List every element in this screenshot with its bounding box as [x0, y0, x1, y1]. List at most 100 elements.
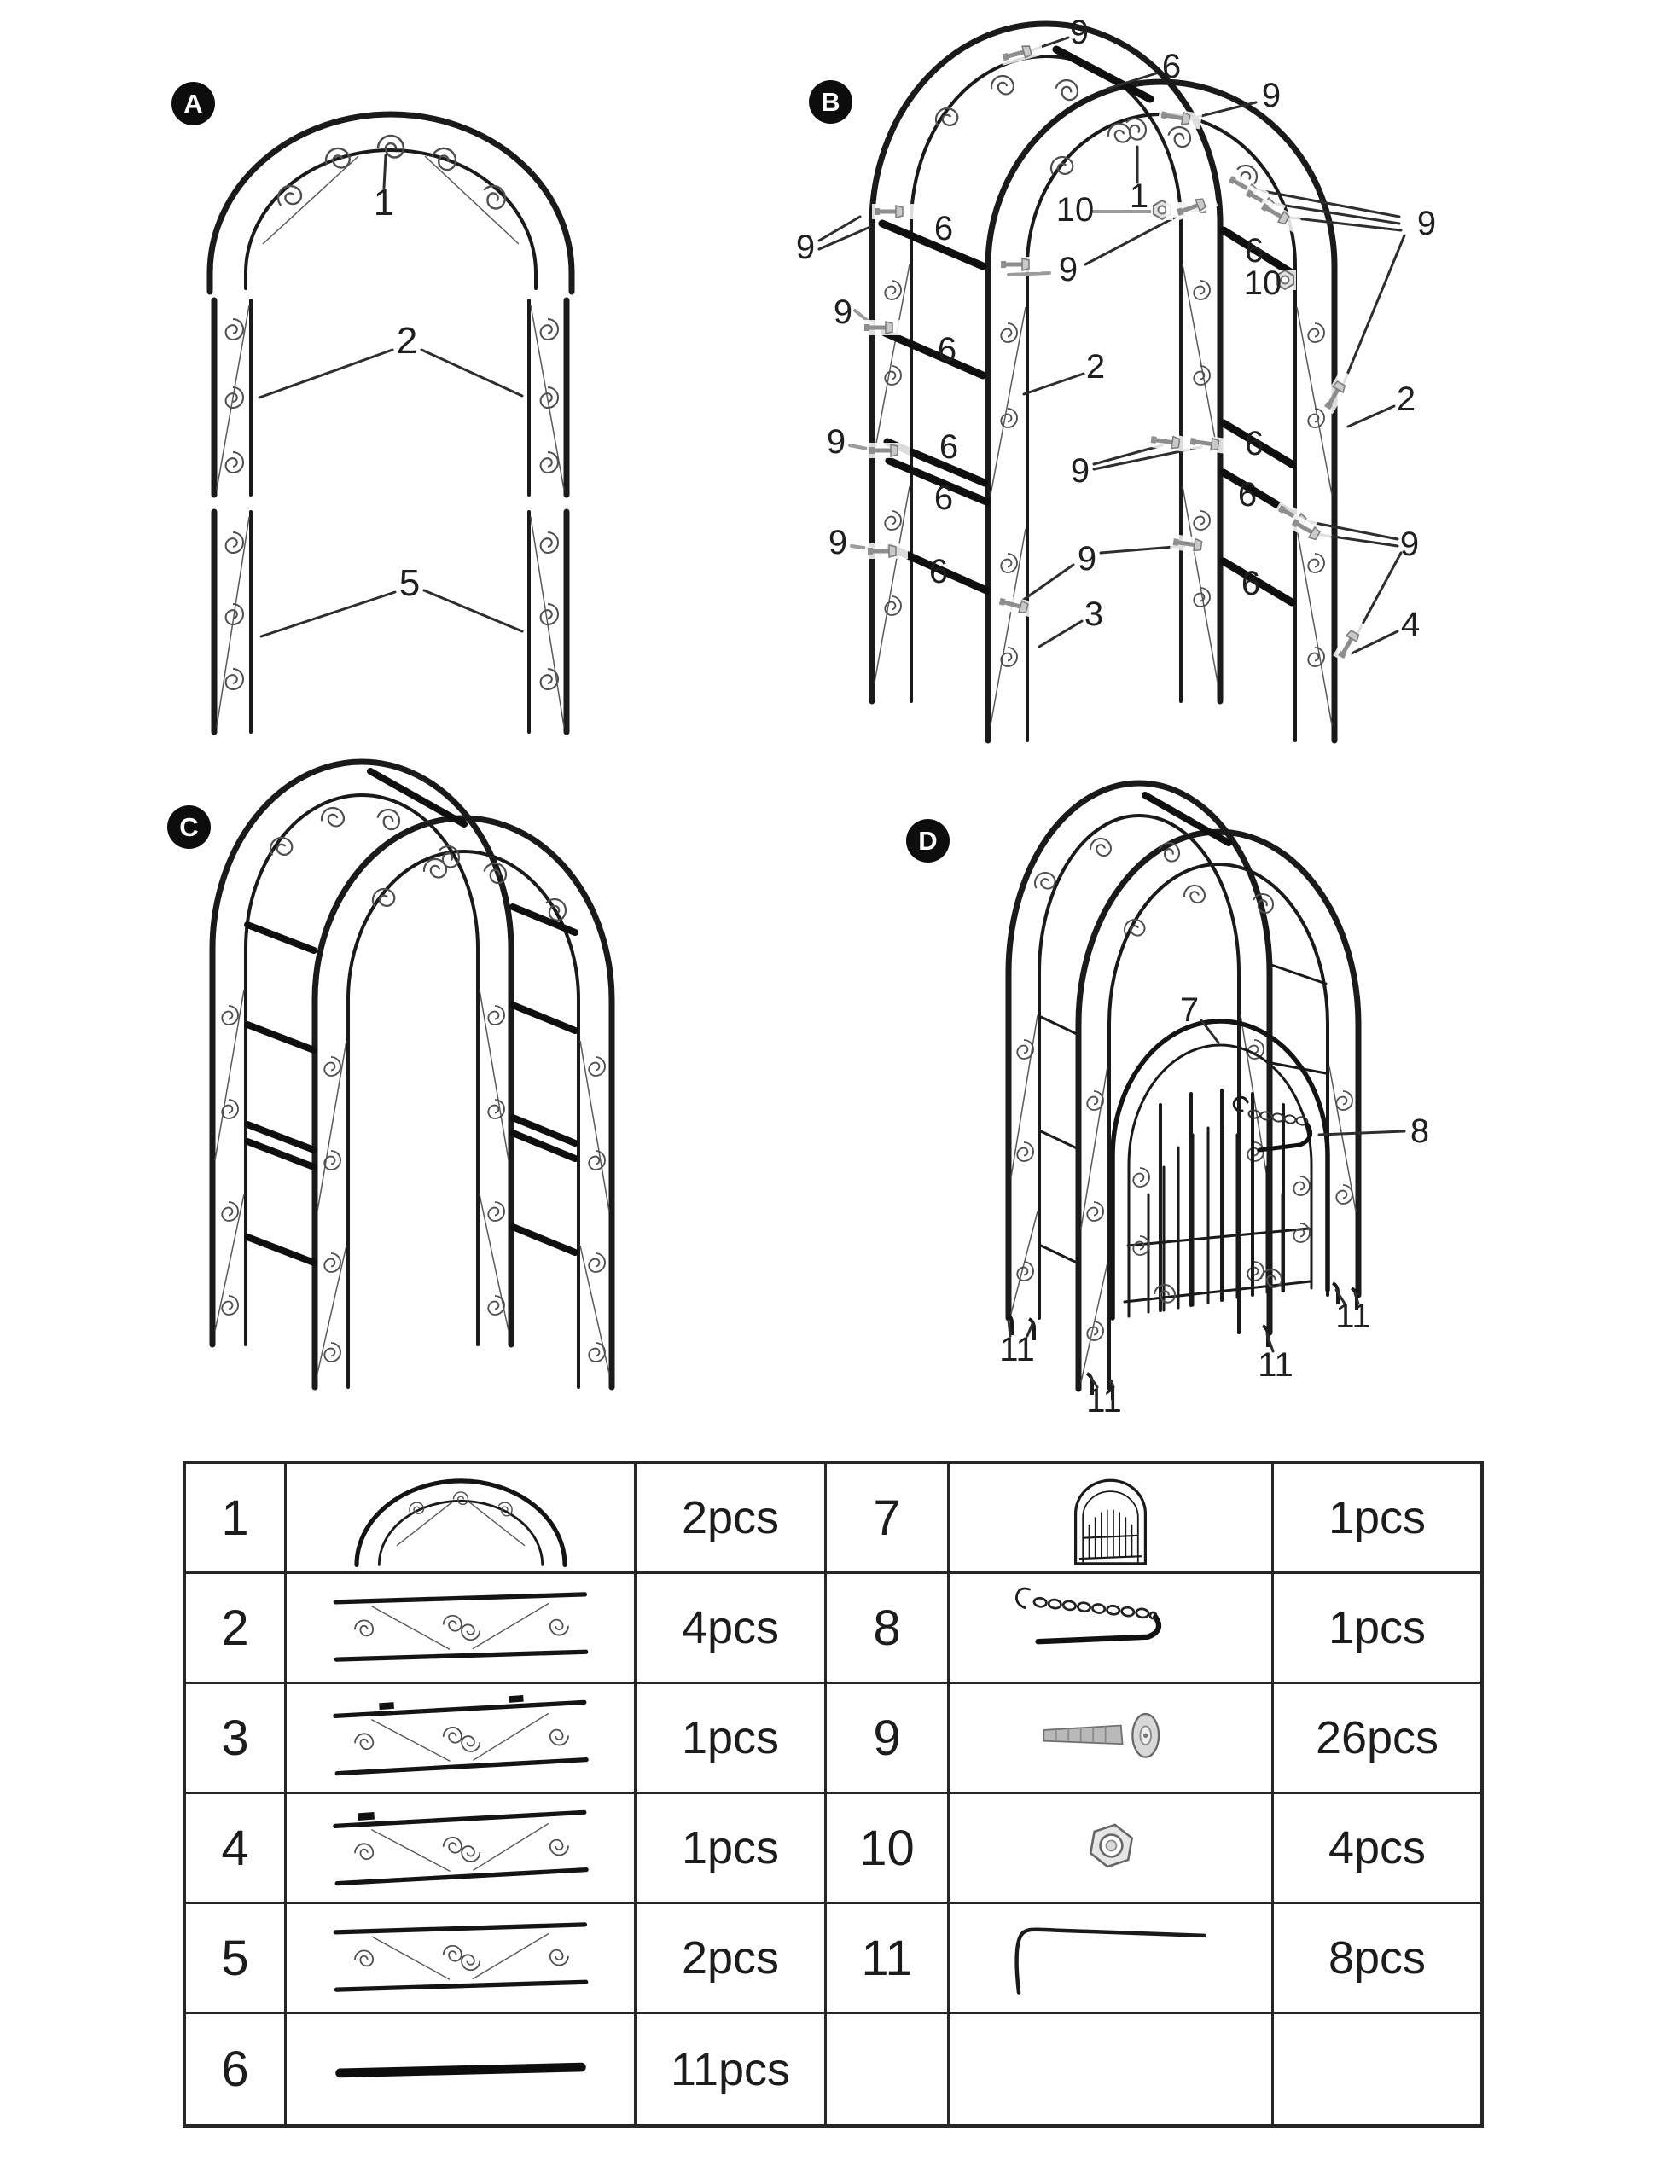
part-qty-cell: 2pcs: [637, 1904, 827, 2014]
part-callout: 1: [1129, 177, 1149, 215]
part-icon-cell: [287, 1464, 637, 1574]
part-3-panel-icon: [332, 1695, 589, 1776]
part-qty-cell: 1pcs: [637, 1794, 827, 1904]
part-callout: 11: [1335, 1298, 1371, 1335]
part-callout: 9: [1416, 205, 1437, 242]
part-icon-cell: [287, 1904, 637, 2014]
upper-leg-panels: [211, 297, 570, 498]
part-callout: 9: [1058, 251, 1078, 288]
part-callout: 6: [1244, 425, 1264, 462]
part-callout: 9: [1070, 452, 1090, 490]
empty-cell: [950, 2014, 1274, 2124]
part-number-cell: 9: [827, 1684, 950, 1794]
part-callout: 6: [939, 428, 959, 466]
part-number-cell: 8: [827, 1574, 950, 1684]
figure-a-drawing: [206, 111, 575, 735]
part-callout: 9: [828, 524, 848, 561]
part-9-bolt-icon: [1042, 1712, 1160, 1758]
figure-d-drawing: [1005, 780, 1406, 1402]
part-7-gate-icon: [1073, 1478, 1148, 1565]
figure-d: D: [870, 768, 1450, 1425]
part-icon-cell: [287, 1794, 637, 1904]
part-callout: 9: [1261, 77, 1282, 114]
part-number-cell: 3: [186, 1684, 287, 1794]
part-callout: 2: [1085, 348, 1106, 386]
part-callout: 6: [1237, 476, 1258, 514]
gate: [1110, 1019, 1330, 1321]
part-callout: 6: [928, 553, 949, 590]
part-callout: 1: [373, 182, 395, 224]
part-callout: 6: [1244, 232, 1264, 270]
part-number-cell: [827, 2014, 950, 2124]
leader-lines: [1007, 1019, 1406, 1389]
part-callout: 9: [826, 423, 846, 461]
part-callout: 11: [1258, 1346, 1293, 1384]
lower-leg-panels: [211, 508, 570, 735]
part-qty-cell: 1pcs: [1274, 1574, 1480, 1684]
part-qty-cell: 1pcs: [1274, 1464, 1480, 1574]
part-callout: 9: [833, 293, 853, 331]
part-icon-cell: [950, 1904, 1274, 2014]
figure-b: B: [768, 9, 1450, 759]
part-5-panel-icon: [333, 1922, 588, 1992]
parts-table: 1 2pcs 7 1pcs 2: [183, 1461, 1484, 2128]
part-callout: 9: [795, 229, 816, 266]
figure-c-drawing: [209, 758, 615, 1391]
part-qty-cell: 4pcs: [637, 1574, 827, 1684]
latch-chain: [1232, 1095, 1313, 1153]
part-callout: 11: [999, 1331, 1035, 1368]
part-number-cell: 6: [186, 2014, 287, 2124]
figure-c: C: [128, 734, 657, 1416]
part-6-bar-icon: [334, 2062, 586, 2077]
figure-c-badge: C: [169, 807, 209, 847]
part-callout: 2: [396, 320, 418, 362]
part-qty-cell: 1pcs: [637, 1684, 827, 1794]
figure-d-badge: D: [908, 821, 948, 861]
part-callout: 9: [1399, 526, 1420, 563]
part-callout: 7: [1179, 991, 1200, 1029]
part-number-cell: 4: [186, 1794, 287, 1904]
part-icon-cell: [950, 1574, 1274, 1684]
leg-ornaments: [1010, 836, 1357, 1383]
figure-b-drawing: [817, 20, 1406, 744]
part-number-cell: 11: [827, 1904, 950, 2014]
part-callout: 4: [1400, 606, 1421, 643]
part-icon-cell: [287, 1684, 637, 1794]
part-icon-cell: [287, 2014, 637, 2124]
part-qty-cell: 4pcs: [1274, 1794, 1480, 1904]
part-callout: 6: [933, 479, 954, 517]
part-icon-cell: [287, 1574, 637, 1684]
part-callout: 2: [1396, 380, 1416, 418]
part-number-cell: 5: [186, 1904, 287, 2014]
part-number-cell: 2: [186, 1574, 287, 1684]
part-callout: 6: [937, 331, 957, 369]
part-qty-cell: 2pcs: [637, 1464, 827, 1574]
part-callout: 6: [933, 210, 954, 247]
part-8-chain-icon: [1014, 1587, 1161, 1645]
figure-a: A: [154, 68, 631, 751]
part-callout: 3: [1084, 595, 1104, 633]
part-4-panel-icon: [332, 1809, 589, 1886]
ground-stakes: [1005, 1281, 1358, 1402]
part-icon-cell: [950, 1684, 1274, 1794]
part-icon-cell: [950, 1464, 1274, 1574]
part-qty-cell: 11pcs: [637, 2014, 827, 2124]
part-qty-cell: 26pcs: [1274, 1684, 1480, 1794]
part-number-cell: 7: [827, 1464, 950, 1574]
part-1-arch-icon: [353, 1478, 567, 1567]
part-2-panel-icon: [333, 1592, 588, 1662]
part-callout: 11: [1086, 1382, 1122, 1420]
part-callout: 5: [398, 562, 421, 604]
leg-ornaments: [214, 989, 610, 1374]
part-number-cell: 10: [827, 1794, 950, 1904]
part-callout: 6: [1241, 565, 1261, 602]
part-callout: 10: [1055, 191, 1095, 229]
part-11-hex-key-icon: [1014, 1927, 1206, 1995]
part-callout: 9: [1077, 540, 1097, 578]
part-callout: 10: [1243, 264, 1282, 302]
figure-a-badge: A: [173, 84, 213, 124]
part-callout: 9: [1069, 14, 1090, 51]
part-icon-cell: [950, 1794, 1274, 1904]
part-qty-cell: [1274, 2014, 1480, 2124]
